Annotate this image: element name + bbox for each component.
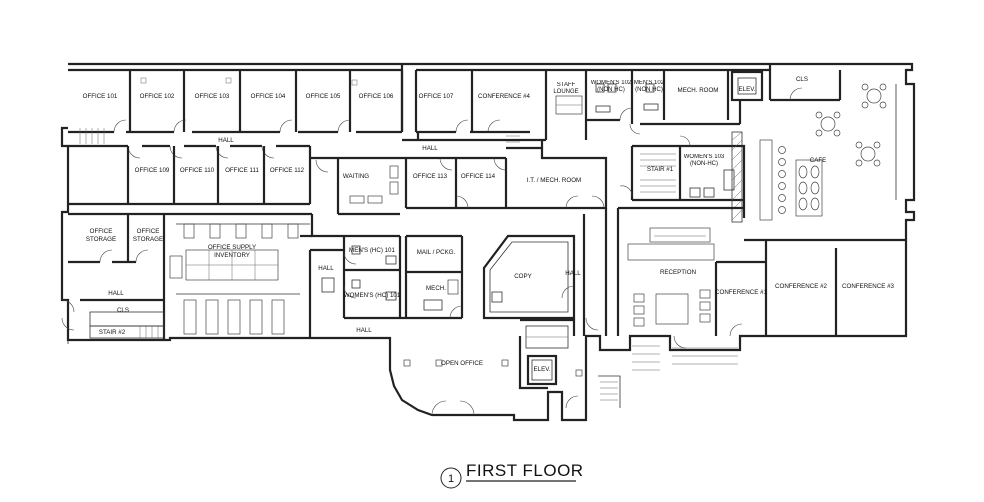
room-labels: OFFICE 101 OFFICE 102 OFFICE 103 OFFICE … [83, 76, 895, 373]
label-staff-lounge: STAFF LOUNGE [553, 82, 578, 95]
label-hall-vertical: HALL [565, 270, 581, 277]
label-stair-2: STAIR #2 [99, 329, 126, 336]
label-office-110: OFFICE 110 [180, 167, 215, 174]
label-hall-mid: HALL [422, 145, 438, 152]
label-cls-left: CLS [117, 307, 129, 314]
title-number-circle [440, 467, 462, 489]
center-lower-block [310, 208, 608, 336]
label-office-111: OFFICE 111 [225, 167, 259, 174]
label-womens-102: WOMEN'S 102 (NON HC) [591, 80, 632, 93]
label-it-mech-room: I.T. / MECH. ROOM [527, 177, 581, 184]
label-conference-1: CONFERENCE #1 [715, 289, 767, 296]
label-cls-top: CLS [796, 76, 808, 83]
left-lower-block [61, 214, 312, 340]
label-office-102: OFFICE 102 [140, 93, 175, 100]
label-waiting: WAITING [343, 173, 369, 180]
label-conference-2: CONFERENCE #2 [775, 283, 827, 290]
label-stair-1: STAIR #1 [647, 166, 674, 173]
label-mech-room: MECH. ROOM [678, 87, 719, 94]
label-open-office: OPEN OFFICE [441, 360, 483, 367]
middle-office-row [68, 146, 340, 238]
label-hall-lower: HALL [356, 327, 372, 334]
label-copy: COPY [514, 273, 532, 280]
label-office-101: OFFICE 101 [83, 93, 118, 100]
title-number: 1 [448, 473, 454, 485]
label-reception: RECEPTION [660, 269, 696, 276]
label-elev-top: ELEV. [739, 86, 756, 93]
label-office-storage-1: OFFICE STORAGE [86, 228, 116, 243]
exterior-walls [60, 62, 916, 422]
label-office-109: OFFICE 109 [135, 167, 170, 174]
label-office-112: OFFICE 112 [270, 167, 305, 174]
label-office-107: OFFICE 107 [419, 93, 454, 100]
reception-conference [598, 206, 838, 408]
label-mail-pckg: MAIL / PCKG. [417, 249, 456, 256]
label-office-103: OFFICE 103 [195, 93, 230, 100]
label-conference-3: CONFERENCE #3 [842, 283, 894, 290]
drawing-title: 1 FIRST FLOOR [440, 461, 584, 489]
label-office-105: OFFICE 105 [306, 93, 341, 100]
label-office-104: OFFICE 104 [251, 93, 286, 100]
label-mens-102: MEN'S 102 (NON HC) [634, 80, 664, 93]
title-text: FIRST FLOOR [466, 461, 584, 480]
label-office-114: OFFICE 114 [461, 173, 496, 180]
label-hall-left: HALL [108, 290, 124, 297]
label-hall-small: HALL [318, 265, 334, 272]
label-womens-103: WOMEN'S 103 (NON-HC) [684, 154, 725, 167]
label-hall-upper: HALL [218, 137, 234, 144]
label-elev-bottom: ELEV. [534, 366, 551, 373]
label-office-storage-2: OFFICE STORAGE [133, 228, 163, 243]
center-block [310, 64, 608, 216]
label-office-106: OFFICE 106 [359, 93, 394, 100]
label-mech-small: MECH. [426, 285, 446, 292]
label-office-supply-inventory: OFFICE SUPPLY INVENTORY [208, 244, 256, 259]
open-office-block [403, 318, 583, 416]
label-womens-hc-101: WOMEN'S (HC) 101 [344, 292, 401, 299]
cafe-area [744, 83, 906, 242]
top-right-core [586, 64, 842, 223]
label-office-113: OFFICE 113 [413, 173, 448, 180]
top-office-row [68, 68, 404, 159]
label-conference-4: CONFERENCE #4 [478, 93, 530, 100]
label-cafe: CAFE [810, 157, 827, 164]
label-mens-hc-101: MEN'S (HC) 101 [349, 247, 395, 254]
